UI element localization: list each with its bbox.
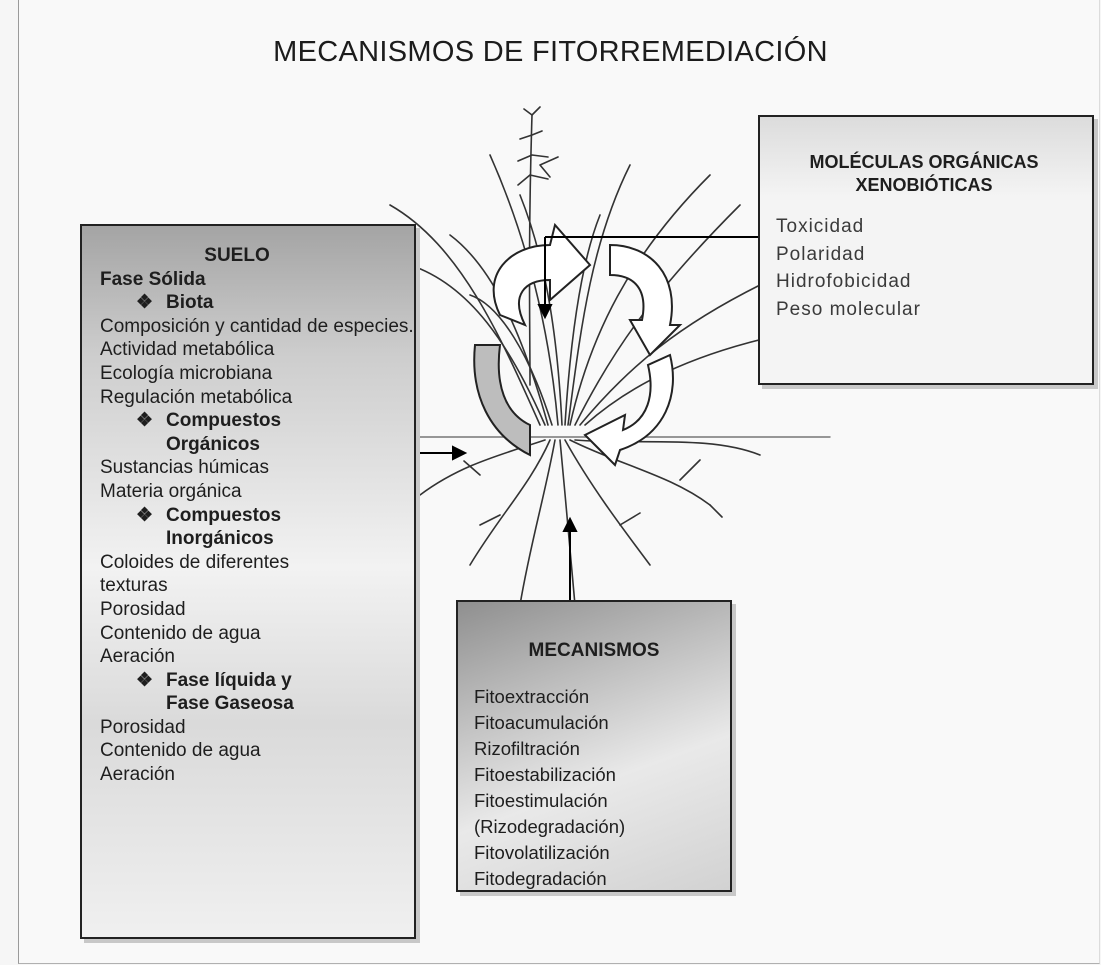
fase-solida-label: Fase Sólida [100,268,206,290]
bullet-icon: ❖ [136,669,154,691]
suelo-item: texturas [100,575,168,597]
suelo-item: Aeración [100,764,175,786]
mecanismo-item: Rizofiltración [474,738,580,759]
suelo-item: Ecología microbiana [100,362,273,384]
suelo-item: Sustancias húmicas [100,457,269,479]
xeno-item: Toxicidad [776,216,865,237]
suelo-item: Regulación metabólica [100,386,293,408]
suelo-box: SUELO Fase Sólida ❖Biota Composición y c… [80,224,416,939]
mecanismo-item: Fitoestabilización [474,764,616,785]
mecanismos-heading: MECANISMOS [528,640,660,661]
suelo-item: Contenido de agua [100,622,261,644]
xeno-item: Peso molecular [776,298,921,320]
suelo-item: Contenido de agua [100,740,261,762]
suelo-item: Aeración [100,646,175,668]
suelo-item: Coloides de diferentes [100,551,290,573]
figure-title: MECANISMOS DE FITORREMEDIACIÓN [273,36,828,68]
suelo-item: Actividad metabólica [100,339,275,361]
plant-illustration [389,106,831,606]
biota-label: ❖Biota [136,292,214,314]
mecanismo-item: Fitodegradación [474,868,607,889]
suelo-item: Materia orgánica [100,480,242,502]
bullet-icon: ❖ [136,410,154,432]
mecanismo-item: Fitoestimulación [474,790,608,811]
mecanismo-item: Fitoacumulación [474,712,609,733]
bullet-icon: ❖ [136,504,154,526]
suelo-item: Composición y cantidad de especies. [100,315,414,337]
xeno-item: Hidrofobicidad [776,271,912,292]
suelo-item: Porosidad [100,716,186,738]
suelo-item: Porosidad [100,598,186,620]
mecanismo-item: (Rizodegradación) [474,816,626,837]
mecanismo-item: Fitoextracción [474,686,590,707]
mecanismo-item: Fitovolatilización [474,842,610,863]
xeno-item: Polaridad [776,243,866,265]
mecanismos-box: MECANISMOS Fitoextracción Fitoacumulació… [456,600,732,892]
suelo-heading: SUELO [204,245,270,266]
bullet-icon: ❖ [136,292,154,314]
